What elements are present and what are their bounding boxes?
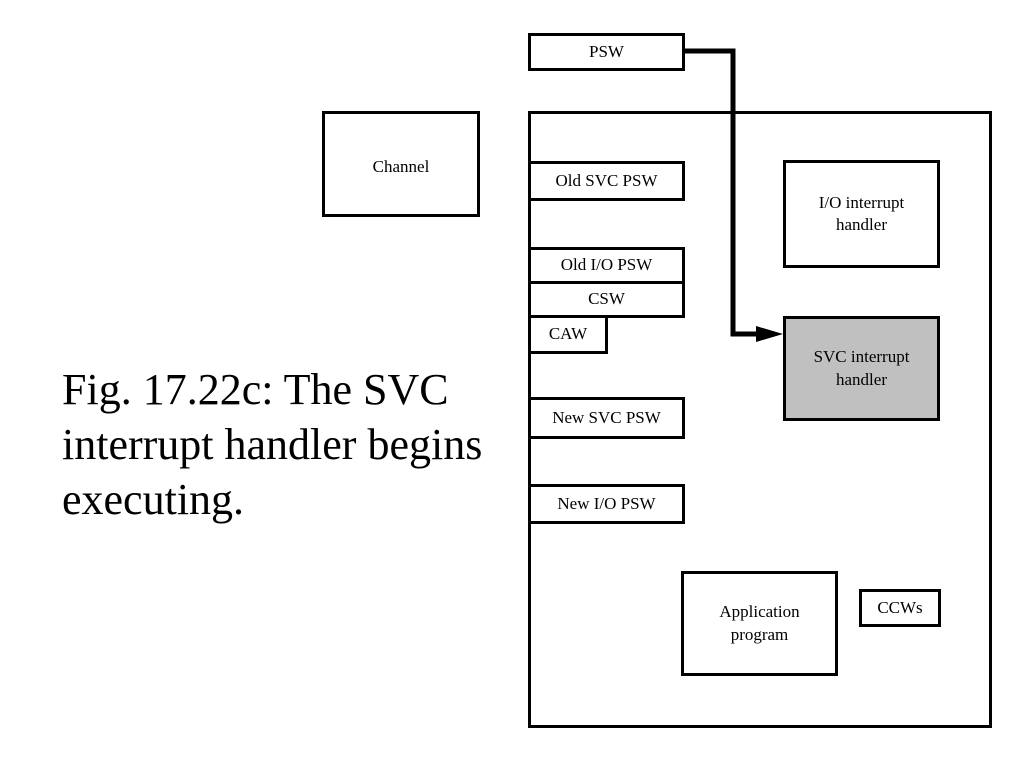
svc-interrupt-handler-box: SVC interrupt handler [783,316,940,421]
new-io-psw-box: New I/O PSW [528,484,685,524]
io-handler-label-line1: I/O interrupt [818,192,905,212]
new-svc-psw-label: New SVC PSW [552,407,661,427]
caw-label: CAW [548,324,588,344]
old-svc-psw-box: Old SVC PSW [528,161,685,201]
svc-handler-label-line2: handler [836,369,887,389]
channel-box: Channel [322,111,480,217]
old-io-psw-label: Old I/O PSW [560,255,653,275]
caption-line-3: executing. [62,475,245,524]
csw-box: CSW [528,281,685,318]
ccws-label: CCWs [877,597,923,617]
svc-handler-label-line1: SVC interrupt [813,347,910,367]
psw-label: PSW [589,41,624,61]
psw-box: PSW [528,33,685,71]
psw-to-svc-handler-arrowhead [756,326,783,342]
application-program-box: Application program [681,571,838,676]
application-label-line2: program [730,624,789,644]
caption-line-1: Fig. 17.22c: The SVC [62,365,449,414]
application-label-line1: Application [719,602,800,622]
figure-caption: Fig. 17.22c: The SVC interrupt handler b… [62,362,522,527]
caption-line-2: interrupt handler begins [62,420,483,469]
caw-box: CAW [528,315,608,354]
io-interrupt-handler-box: I/O interrupt handler [783,160,940,268]
csw-label: CSW [588,289,625,309]
new-io-psw-label: New I/O PSW [557,493,656,513]
channel-label: Channel [372,157,430,176]
new-svc-psw-box: New SVC PSW [528,397,685,439]
old-svc-psw-label: Old SVC PSW [555,170,658,190]
ccws-box: CCWs [859,589,941,627]
io-handler-label-line2: handler [836,215,887,234]
psw-to-svc-handler-line [685,48,757,337]
